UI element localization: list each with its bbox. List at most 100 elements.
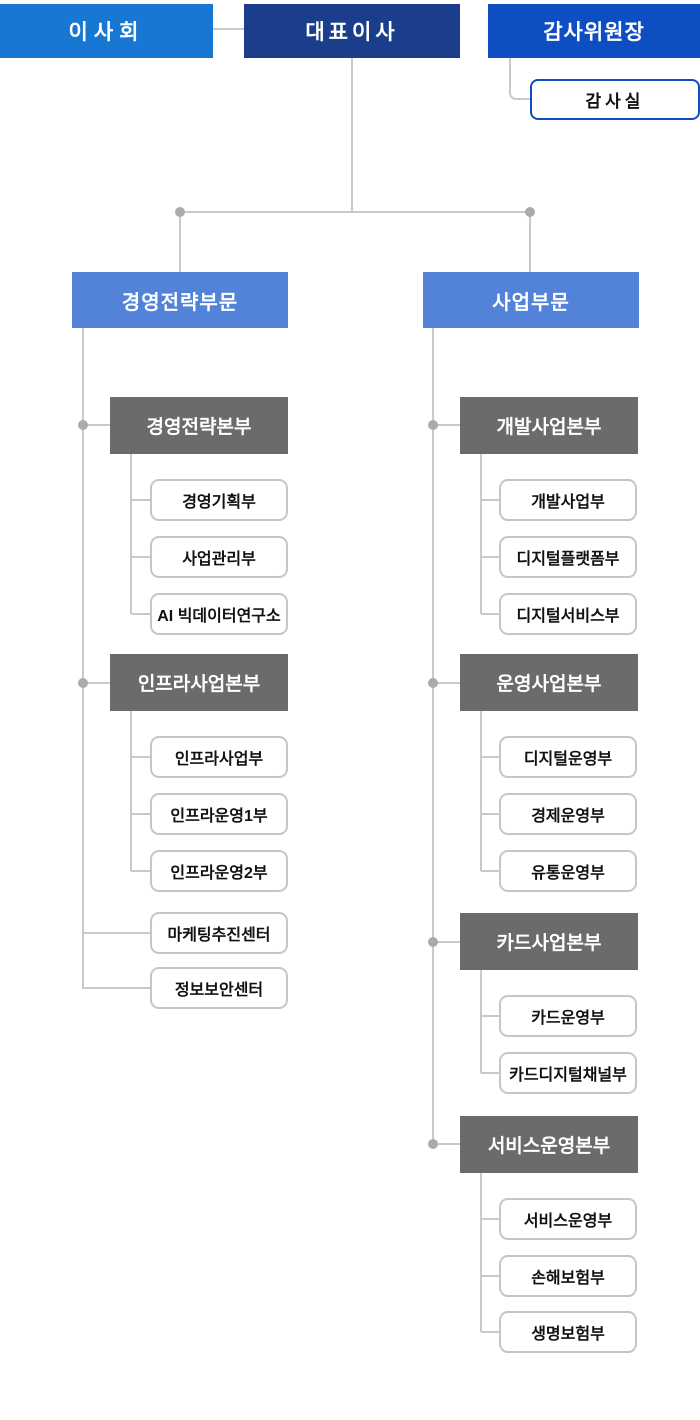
hq-label: 서비스운영본부 [487, 1136, 611, 1157]
hq-label: 카드사업본부 [496, 933, 602, 954]
stub-dept [481, 870, 500, 872]
junction-dot [78, 420, 88, 430]
child-spine [480, 970, 482, 1073]
stub-dept [83, 987, 150, 989]
hq-label: 개발사업본부 [496, 417, 602, 438]
stub-dept [83, 932, 150, 934]
ceo-node: 대표이사 [244, 4, 460, 58]
stub-hq [433, 424, 460, 426]
dept-label: 카드디지털채널부 [509, 1067, 627, 1084]
junction-dot [175, 207, 185, 217]
junction-dot [428, 678, 438, 688]
stub-dept [131, 813, 150, 815]
stub-dept [481, 813, 500, 815]
stub-hq [83, 682, 110, 684]
dept-node: 서비스운영부 [499, 1198, 637, 1240]
stub-dept [131, 756, 150, 758]
stub-dept [131, 499, 150, 501]
stub-dept [131, 613, 150, 615]
dept-node: 손해보험부 [499, 1255, 637, 1297]
dept-label: 마케팅추진센터 [167, 927, 271, 944]
junction-dot [78, 678, 88, 688]
dept-label: 디지털플랫폼부 [516, 551, 620, 568]
dept-node: 디지털서비스부 [499, 593, 637, 635]
connector-board-ceo [213, 28, 244, 30]
stub-hq [433, 941, 460, 943]
stub-dept [481, 1015, 500, 1017]
dept-label: 개발사업부 [531, 494, 605, 511]
dept-label: 디지털운영부 [523, 751, 613, 768]
connector-main-horizontal [179, 211, 531, 213]
dept-node: 인프라사업부 [150, 736, 288, 778]
connector-audit-office-elbow [509, 58, 532, 100]
dept-label: 사업관리부 [182, 551, 256, 568]
business-division-node: 사업부문 [423, 272, 639, 328]
dept-label: 경영기획부 [182, 494, 256, 511]
junction-dot [428, 1139, 438, 1149]
dept-node: 인프라운영2부 [150, 850, 288, 892]
dept-node: 디지털플랫폼부 [499, 536, 637, 578]
stub-dept [481, 613, 500, 615]
connector-strategy-drop [179, 212, 181, 272]
dept-label: 인프라사업부 [174, 751, 264, 768]
dept-label: 인프라운영2부 [170, 865, 268, 882]
board-node: 이사회 [0, 4, 213, 58]
strategy-division-node: 경영전략부문 [72, 272, 288, 328]
ceo-label: 대표이사 [305, 21, 399, 44]
stub-hq [433, 682, 460, 684]
audit-office-label: 감사실 [585, 92, 645, 111]
junction-dot [525, 207, 535, 217]
dept-node: 생명보험부 [499, 1311, 637, 1353]
hq-node: 개발사업본부 [460, 397, 638, 454]
dept-label: 유통운영부 [531, 865, 605, 882]
dept-node: 디지털운영부 [499, 736, 637, 778]
dept-label: 경제운영부 [531, 808, 605, 825]
spine-strategy [82, 328, 84, 989]
hq-node: 운영사업본부 [460, 654, 638, 711]
hq-node: 카드사업본부 [460, 913, 638, 970]
connector-ceo-down [351, 58, 353, 213]
stub-dept [481, 1331, 500, 1333]
audit-chair-node: 감사위원장 [488, 4, 700, 58]
dept-node: 경제운영부 [499, 793, 637, 835]
junction-dot [428, 420, 438, 430]
stub-hq [433, 1143, 460, 1145]
hq-node: 인프라사업본부 [110, 654, 288, 711]
stub-hq [83, 424, 110, 426]
dept-node: 카드디지털채널부 [499, 1052, 637, 1094]
stub-dept [131, 556, 150, 558]
stub-dept [481, 1072, 500, 1074]
dept-node: 유통운영부 [499, 850, 637, 892]
dept-label: 서비스운영부 [523, 1213, 613, 1230]
child-spine [130, 454, 132, 614]
hq-node: 서비스운영본부 [460, 1116, 638, 1173]
hq-label: 인프라사업본부 [137, 674, 261, 695]
junction-dot [428, 937, 438, 947]
dept-label: 디지털서비스부 [516, 608, 620, 625]
stub-dept [481, 1275, 500, 1277]
child-spine [480, 454, 482, 614]
dept-node: 경영기획부 [150, 479, 288, 521]
child-spine [480, 711, 482, 871]
stub-dept [481, 556, 500, 558]
hq-node: 경영전략본부 [110, 397, 288, 454]
child-spine [130, 711, 132, 871]
dept-label: 카드운영부 [531, 1010, 605, 1027]
connector-business-drop [529, 212, 531, 272]
board-label: 이사회 [68, 21, 145, 44]
dept-node: 개발사업부 [499, 479, 637, 521]
dept-node: 마케팅추진센터 [150, 912, 288, 954]
stub-dept [481, 499, 500, 501]
dept-node: 인프라운영1부 [150, 793, 288, 835]
dept-node: 정보보안센터 [150, 967, 288, 1009]
child-spine [480, 1173, 482, 1332]
dept-node: 사업관리부 [150, 536, 288, 578]
dept-label: 인프라운영1부 [170, 808, 268, 825]
dept-label: AI 빅데이터연구소 [157, 608, 281, 625]
audit-office-node: 감사실 [530, 79, 700, 120]
business-division-label: 사업부문 [492, 291, 570, 314]
dept-label: 손해보험부 [531, 1270, 605, 1287]
stub-dept [481, 756, 500, 758]
stub-dept [131, 870, 150, 872]
